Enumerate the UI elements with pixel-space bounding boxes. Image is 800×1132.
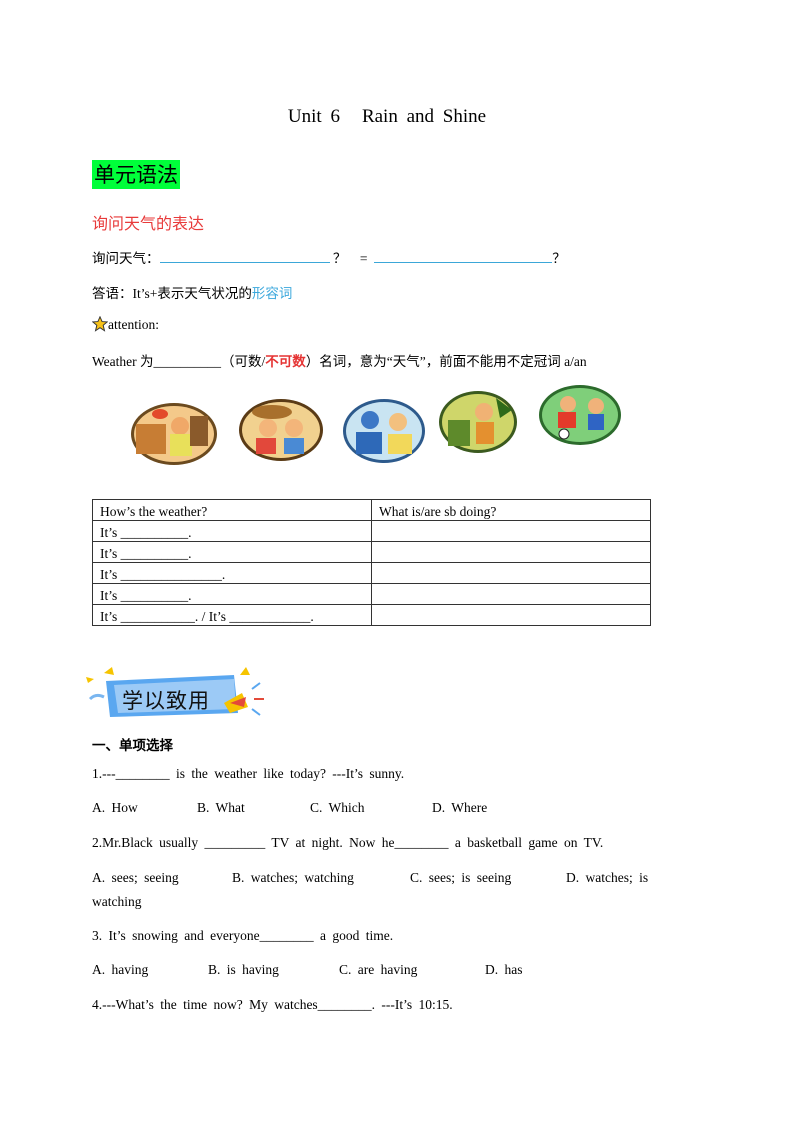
badge-background-icon xyxy=(86,667,264,717)
answer-blank-2 xyxy=(374,248,553,263)
section-label: 单元语法 xyxy=(92,160,180,189)
table-row: It’s __________. xyxy=(92,583,651,605)
option-c: C. sees; is seeing xyxy=(410,870,512,885)
attention-line: attention: xyxy=(92,316,159,333)
option-a: A. How xyxy=(92,800,138,815)
weather-picture-4 xyxy=(439,391,517,453)
table-header-row: How’s the weather? What is/are sb doing? xyxy=(92,499,651,521)
option-a: A. sees; seeing xyxy=(92,870,179,885)
table-cell: It’s _______________. xyxy=(92,562,372,584)
table-cell: It’s __________. xyxy=(92,583,372,605)
weather-note-line: Weather 为__________（可数/不可数）名词，意为“天气”，前面不… xyxy=(92,354,587,369)
table-cell: It’s __________. xyxy=(92,520,372,542)
question-2: 2.Mr.Black usually _________ TV at night… xyxy=(92,835,604,850)
weather-picture-3 xyxy=(343,399,425,463)
table-row: It’s __________. xyxy=(92,520,651,542)
table-cell xyxy=(371,541,651,563)
table-cell: It’s ___________. / It’s ____________. xyxy=(92,604,372,626)
table-cell xyxy=(371,604,651,626)
question-1: 1.---________ is the weather like today?… xyxy=(92,766,405,781)
table-cell: It’s __________. xyxy=(92,541,372,563)
option-b: B. watches; watching xyxy=(232,870,354,885)
table-row: It’s ___________. / It’s ____________. xyxy=(92,604,651,626)
option-c: C. are having xyxy=(339,962,418,977)
question-2-wrap: watching xyxy=(92,894,142,909)
table-row: It’s _______________. xyxy=(92,562,651,584)
page-title: Unit 6 Rain and Shine xyxy=(0,106,774,128)
weather-pictures xyxy=(0,384,800,474)
option-d: D. watches; is xyxy=(566,870,649,885)
option-b: B. is having xyxy=(208,962,279,977)
answer-blank-1 xyxy=(159,248,330,263)
weather-picture-2 xyxy=(239,399,323,461)
adjective-keyword: 形容词 xyxy=(251,286,293,301)
table-row: It’s __________. xyxy=(92,541,651,563)
table-cell xyxy=(371,520,651,542)
table-cell xyxy=(371,562,651,584)
answer-line: 答语：It’s+表示天气状况的形容词 xyxy=(92,286,293,301)
table-header: What is/are sb doing? xyxy=(371,499,651,521)
star-icon xyxy=(92,316,108,332)
option-d: D. Where xyxy=(432,800,488,815)
weather-table: How’s the weather? What is/are sb doing?… xyxy=(92,499,651,626)
option-c: C. Which xyxy=(310,800,365,815)
question-3: 3. It’s snowing and everyone________ a g… xyxy=(92,928,394,943)
table-cell xyxy=(371,583,651,605)
badge-text: 学以致用 xyxy=(122,689,210,713)
title-unit: Unit 6 xyxy=(287,106,340,127)
question-4: 4.---What’s the time now? My watches____… xyxy=(92,997,453,1012)
subtitle: 询问天气的表达 xyxy=(92,214,205,233)
title-topic: Rain and Shine xyxy=(361,106,487,127)
table-header: How’s the weather? xyxy=(92,499,372,521)
practice-badge: 学以致用 xyxy=(84,663,274,723)
option-a: A. having xyxy=(92,962,149,977)
option-b: B. What xyxy=(197,800,245,815)
ask-weather-line: 询问天气： ？ = ？ xyxy=(92,247,566,267)
option-d: D. has xyxy=(485,962,523,977)
weather-picture-5 xyxy=(539,385,621,445)
section-heading-single-choice: 一、单项选择 xyxy=(92,738,173,754)
weather-picture-1 xyxy=(131,403,217,465)
